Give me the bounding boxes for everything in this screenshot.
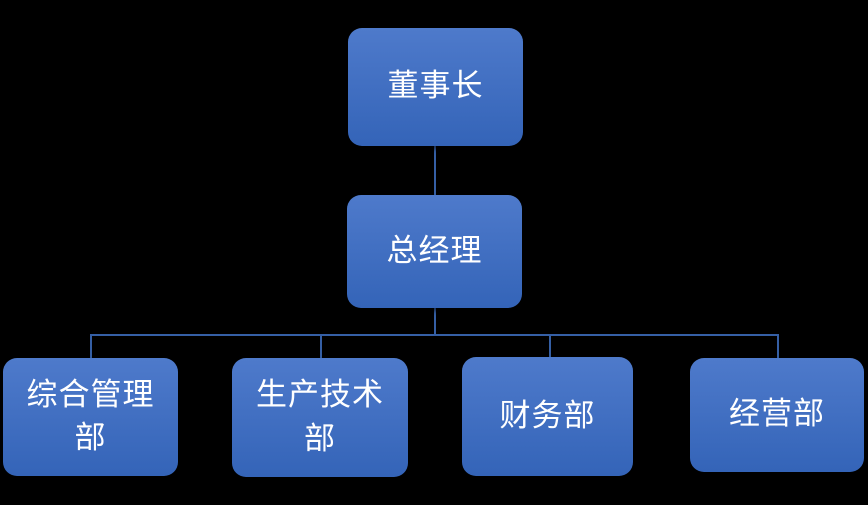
org-node-dept-finance: 财务部 bbox=[462, 357, 633, 476]
connector-drop-dept-prodtech-line bbox=[320, 334, 322, 358]
org-node-general-manager-label: 总经理 bbox=[386, 232, 483, 269]
org-node-dept-operations-label: 经营部 bbox=[729, 396, 825, 433]
connector-drop-dept-admin-line bbox=[90, 334, 92, 358]
org-node-dept-finance-label: 财务部 bbox=[499, 397, 596, 434]
connector-gm-trunk-line bbox=[434, 308, 436, 336]
connector-chairman-to-gm-line bbox=[434, 146, 436, 195]
org-node-dept-prodtech: 生产技术部 bbox=[232, 358, 408, 477]
org-node-chairman: 董事长 bbox=[348, 28, 523, 146]
org-node-dept-admin: 综合管理部 bbox=[3, 358, 178, 476]
org-node-dept-admin-label: 综合管理部 bbox=[26, 376, 155, 456]
org-node-dept-operations: 经营部 bbox=[690, 358, 864, 472]
org-node-chairman-label: 董事长 bbox=[387, 68, 484, 105]
connector-horizontal-bus-line bbox=[90, 334, 779, 336]
connector-drop-dept-operations-line bbox=[777, 334, 779, 358]
org-node-general-manager: 总经理 bbox=[347, 195, 522, 308]
connector-drop-dept-finance-line bbox=[549, 334, 551, 357]
org-node-dept-prodtech-label: 生产技术部 bbox=[256, 377, 384, 457]
